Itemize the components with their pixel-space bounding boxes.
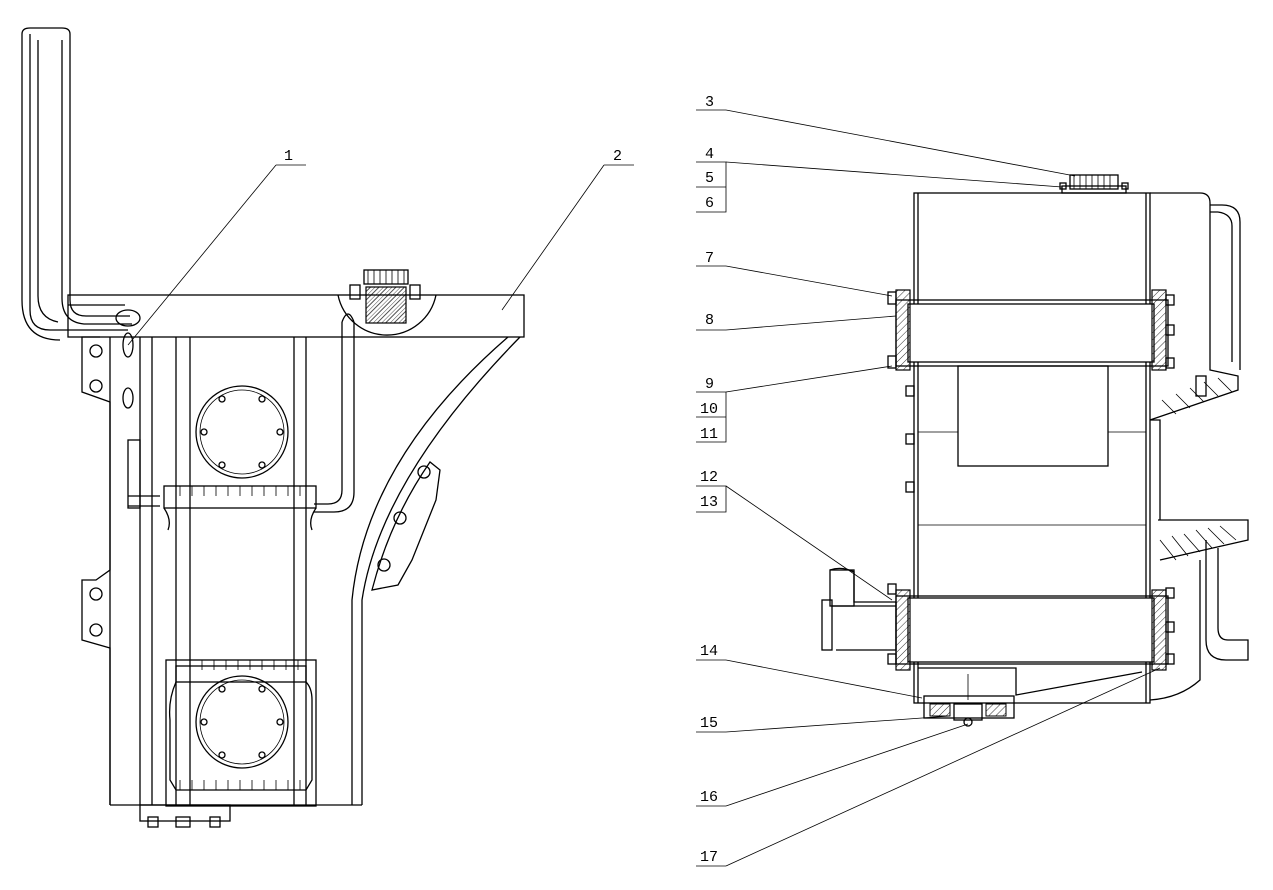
inspection-cover-upper	[195, 385, 289, 479]
callout-10: 10	[700, 401, 718, 418]
callout-15: 15	[700, 715, 718, 732]
tank-shell	[913, 192, 1151, 704]
callout-8: 8	[705, 312, 714, 329]
callout-11: 11	[700, 426, 718, 443]
callout-2: 2	[613, 148, 622, 165]
callout-13: 13	[700, 494, 718, 511]
callout-14: 14	[700, 643, 718, 660]
callout-12: 12	[700, 469, 718, 486]
section-view	[821, 174, 1249, 727]
outlet-pipe	[821, 567, 897, 651]
side-view	[21, 27, 525, 828]
callout-9: 9	[705, 376, 714, 393]
mounting-bracket	[81, 336, 111, 805]
filler-cap	[337, 269, 437, 336]
callout-7: 7	[705, 250, 714, 267]
callout-labels: 1 2 3 4 5 6 7 8 9 10 11 12 13 14 15 16 1…	[284, 94, 718, 866]
callout-17: 17	[700, 849, 718, 866]
handrail	[21, 27, 130, 341]
callout-leaders	[127, 109, 1161, 867]
step-lower	[165, 659, 317, 807]
callout-16: 16	[700, 789, 718, 806]
callout-4: 4	[705, 146, 714, 163]
top-plate	[67, 294, 525, 338]
callout-3: 3	[705, 94, 714, 111]
callout-5: 5	[705, 170, 714, 187]
step-upper	[163, 485, 317, 531]
callout-6: 6	[705, 195, 714, 212]
callout-1: 1	[284, 148, 293, 165]
